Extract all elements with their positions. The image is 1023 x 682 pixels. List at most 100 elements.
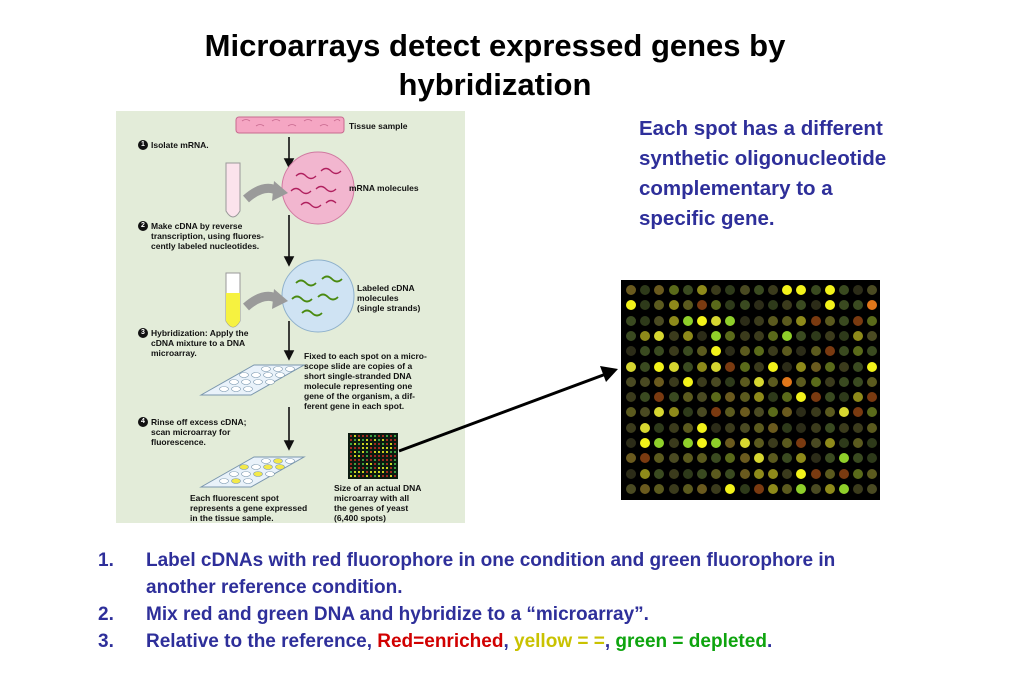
mini-array-spot: [374, 463, 376, 465]
mini-array-spot: [370, 463, 372, 465]
array-spot: [824, 483, 835, 494]
mini-array-spot: [370, 443, 372, 445]
mini-array-spot: [350, 439, 352, 441]
mini-array-spot: [362, 439, 364, 441]
list-item: 2. Mix red and green DNA and hybridize t…: [98, 601, 858, 628]
mini-array-spot: [382, 439, 384, 441]
mini-array-spot: [378, 459, 380, 461]
array-spot: [824, 285, 835, 295]
array-spot: [839, 330, 849, 341]
array-spot: [782, 483, 793, 494]
array-spot: [810, 453, 821, 464]
mini-array-spot: [390, 463, 392, 465]
array-spot: [654, 422, 665, 433]
array-spot: [796, 376, 807, 387]
mini-array-spot: [354, 455, 356, 457]
mini-array-spot: [390, 435, 392, 437]
mini-array-spot: [362, 443, 364, 445]
mini-array-spot: [378, 455, 380, 457]
mini-array-spot: [374, 467, 376, 469]
array-spot: [725, 285, 736, 295]
array-spot: [782, 300, 793, 311]
mini-array-spot: [370, 435, 372, 437]
mini-array-spot: [354, 459, 356, 461]
mini-array-spot: [354, 463, 356, 465]
array-spot: [824, 361, 835, 372]
array-spot: [654, 346, 665, 357]
array-spot: [839, 315, 849, 326]
array-spot: [796, 346, 807, 357]
array-spot: [739, 330, 750, 341]
array-spot: [654, 392, 665, 403]
array-spot: [626, 422, 636, 433]
mini-array-spot: [378, 439, 380, 441]
array-spot: [725, 376, 736, 387]
array-spot: [697, 422, 707, 433]
mini-array-spot: [382, 463, 384, 465]
array-spot: [668, 392, 679, 403]
array-spot: [640, 376, 651, 387]
array-spot: [640, 392, 651, 403]
array-spot: [782, 392, 793, 403]
array-spot: [697, 483, 707, 494]
array-spot: [626, 407, 636, 418]
array-spot: [697, 346, 707, 357]
array-spot: [810, 407, 821, 418]
array-spot: [810, 468, 821, 479]
array-spot: [824, 330, 835, 341]
array-spot: [739, 392, 750, 403]
array-spot: [668, 330, 679, 341]
array-spot: [640, 483, 651, 494]
array-spot: [768, 392, 778, 403]
mini-array-spot: [354, 443, 356, 445]
array-spot: [711, 330, 722, 341]
mini-array-spot: [362, 471, 364, 473]
array-spot: [739, 438, 750, 448]
array-spot: [697, 300, 707, 311]
mini-array-spot: [386, 443, 388, 445]
array-spot: [668, 438, 679, 448]
array-spot: [739, 407, 750, 418]
mini-array-spot: [386, 459, 388, 461]
mini-array-spot: [374, 475, 376, 477]
array-spot: [682, 453, 693, 464]
array-spot: [810, 376, 821, 387]
mini-array-spot: [374, 435, 376, 437]
array-spot: [796, 330, 807, 341]
list-item: 1. Label cDNAs with red fluorophore in o…: [98, 547, 858, 601]
array-spot: [682, 376, 693, 387]
list-number: 1.: [98, 550, 114, 571]
array-spot: [739, 300, 750, 311]
mini-array-spot: [366, 475, 368, 477]
array-spot: [739, 346, 750, 357]
tissue-sample-label: Tissue sample: [349, 121, 408, 131]
array-spot: [668, 422, 679, 433]
array-spot: [682, 407, 693, 418]
mini-array-spot: [354, 439, 356, 441]
array-spot: [768, 361, 778, 372]
array-spot: [668, 346, 679, 357]
mini-array-spot: [386, 475, 388, 477]
array-spot: [867, 392, 878, 403]
array-spot: [697, 330, 707, 341]
array-spot: [626, 392, 636, 403]
array-spot: [839, 422, 849, 433]
mini-array-spot: [378, 447, 380, 449]
array-spot: [725, 453, 736, 464]
array-spot: [668, 468, 679, 479]
array-spot: [810, 346, 821, 357]
mini-array-spot: [382, 459, 384, 461]
slide-title: Microarrays detect expressed genes by hy…: [204, 28, 786, 102]
array-spot: [725, 422, 736, 433]
array-spot: [711, 361, 722, 372]
mrna-label: mRNA molecules: [349, 183, 419, 193]
mini-array-spot: [374, 459, 376, 461]
array-spot: [711, 300, 722, 311]
array-spot: [839, 407, 849, 418]
mini-array-spot: [382, 467, 384, 469]
array-spot: [853, 315, 864, 326]
array-spot: [839, 468, 849, 479]
array-spot: [839, 346, 849, 357]
array-spot: [640, 422, 651, 433]
